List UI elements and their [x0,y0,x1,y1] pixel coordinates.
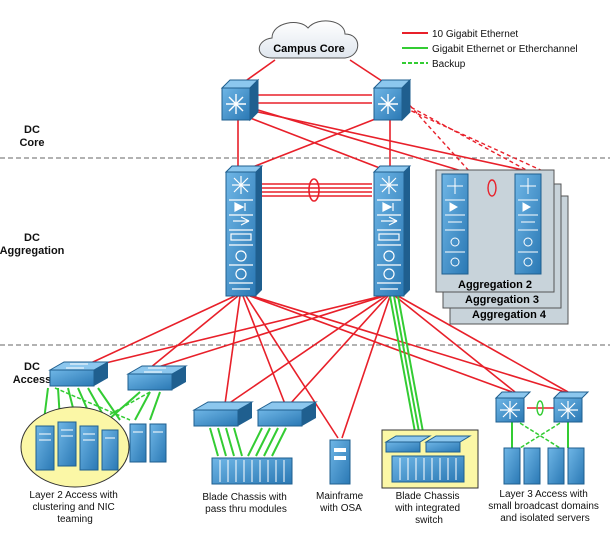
l2-access-switch-1 [48,361,110,387]
campus-core-cloud: Campus Core [258,20,359,59]
l2-access-switch-2 [126,365,188,391]
agg2-switch-left [441,173,469,275]
caption-blade-passthru: Blade Chassis with pass thru modules [202,492,289,515]
workgroup-switch-icon [48,361,110,387]
agg2-port-channel [487,179,497,197]
server-icon [503,447,521,485]
mainframe [329,439,351,485]
mainframe-icon [329,439,351,485]
multilayer-switch-icon [372,165,412,297]
server-icon [101,429,119,471]
agg-label-3: Aggregation 3 [465,294,539,306]
caption-l3-access: Layer 3 Access with small broadcast doma… [488,489,601,524]
blade-passthru-switch-1 [192,401,254,427]
workgroup-switch-icon [424,435,472,453]
links-red [79,59,569,439]
blade-integrated-switches [384,435,472,483]
blade-chassis-icon [211,457,293,485]
workgroup-switch-icon [384,435,432,453]
server-icon [149,423,167,463]
server-icon [79,425,99,471]
multilayer-switch-icon [220,78,260,122]
server-icon [547,447,565,485]
server-icon [129,423,147,463]
caption-mainframe: Mainframe with OSA [316,491,366,514]
agg-switch-right [372,165,412,297]
multilayer-switch-icon [514,173,542,275]
l2-servers [35,421,167,471]
blade-passthru-switch-2 [256,401,318,427]
multilayer-switch-icon [441,173,469,275]
server-icon [35,425,55,471]
cloud-label: Campus Core [273,43,345,55]
core-switch-right [372,78,412,122]
l3-port-channel [536,400,544,416]
l3-access-switch-1 [494,391,532,423]
server-icon [523,447,541,485]
l3-servers [503,447,585,485]
multilayer-switch-icon [224,165,264,297]
blade-chassis-icon [391,455,465,483]
workgroup-switch-icon [126,365,188,391]
legend-label-10ge: 10 Gigabit Ethernet [432,29,518,40]
agg2-switch-right [514,173,542,275]
multilayer-switch-icon [494,391,532,423]
server-icon [57,421,77,467]
multilayer-switch-icon [372,78,412,122]
core-switch-left [220,78,260,122]
workgroup-switch-icon [192,401,254,427]
legend-label-backup: Backup [432,59,466,70]
links-backup [404,99,546,173]
legend-label-ge: Gigabit Ethernet or Etherchannel [432,44,578,55]
cloud-icon [258,20,359,59]
port-channel-marker [308,178,320,202]
caption-l2-access: Layer 2 Access with clustering and NIC t… [29,490,120,525]
agg-switch-left [224,165,264,297]
caption-blade-integrated: Blade Chassis with integrated switch [394,491,463,526]
agg-label-4: Aggregation 4 [472,309,547,321]
multilayer-switch-icon [552,391,590,423]
l3-access-switch-2 [552,391,590,423]
agg-label-2: Aggregation 2 [458,279,532,291]
workgroup-switch-icon [256,401,318,427]
links-green-backup [54,387,566,449]
server-icon [567,447,585,485]
legend: 10 Gigabit Ethernet Gigabit Ethernet or … [402,29,578,70]
blade-chassis-passthru [211,457,293,485]
